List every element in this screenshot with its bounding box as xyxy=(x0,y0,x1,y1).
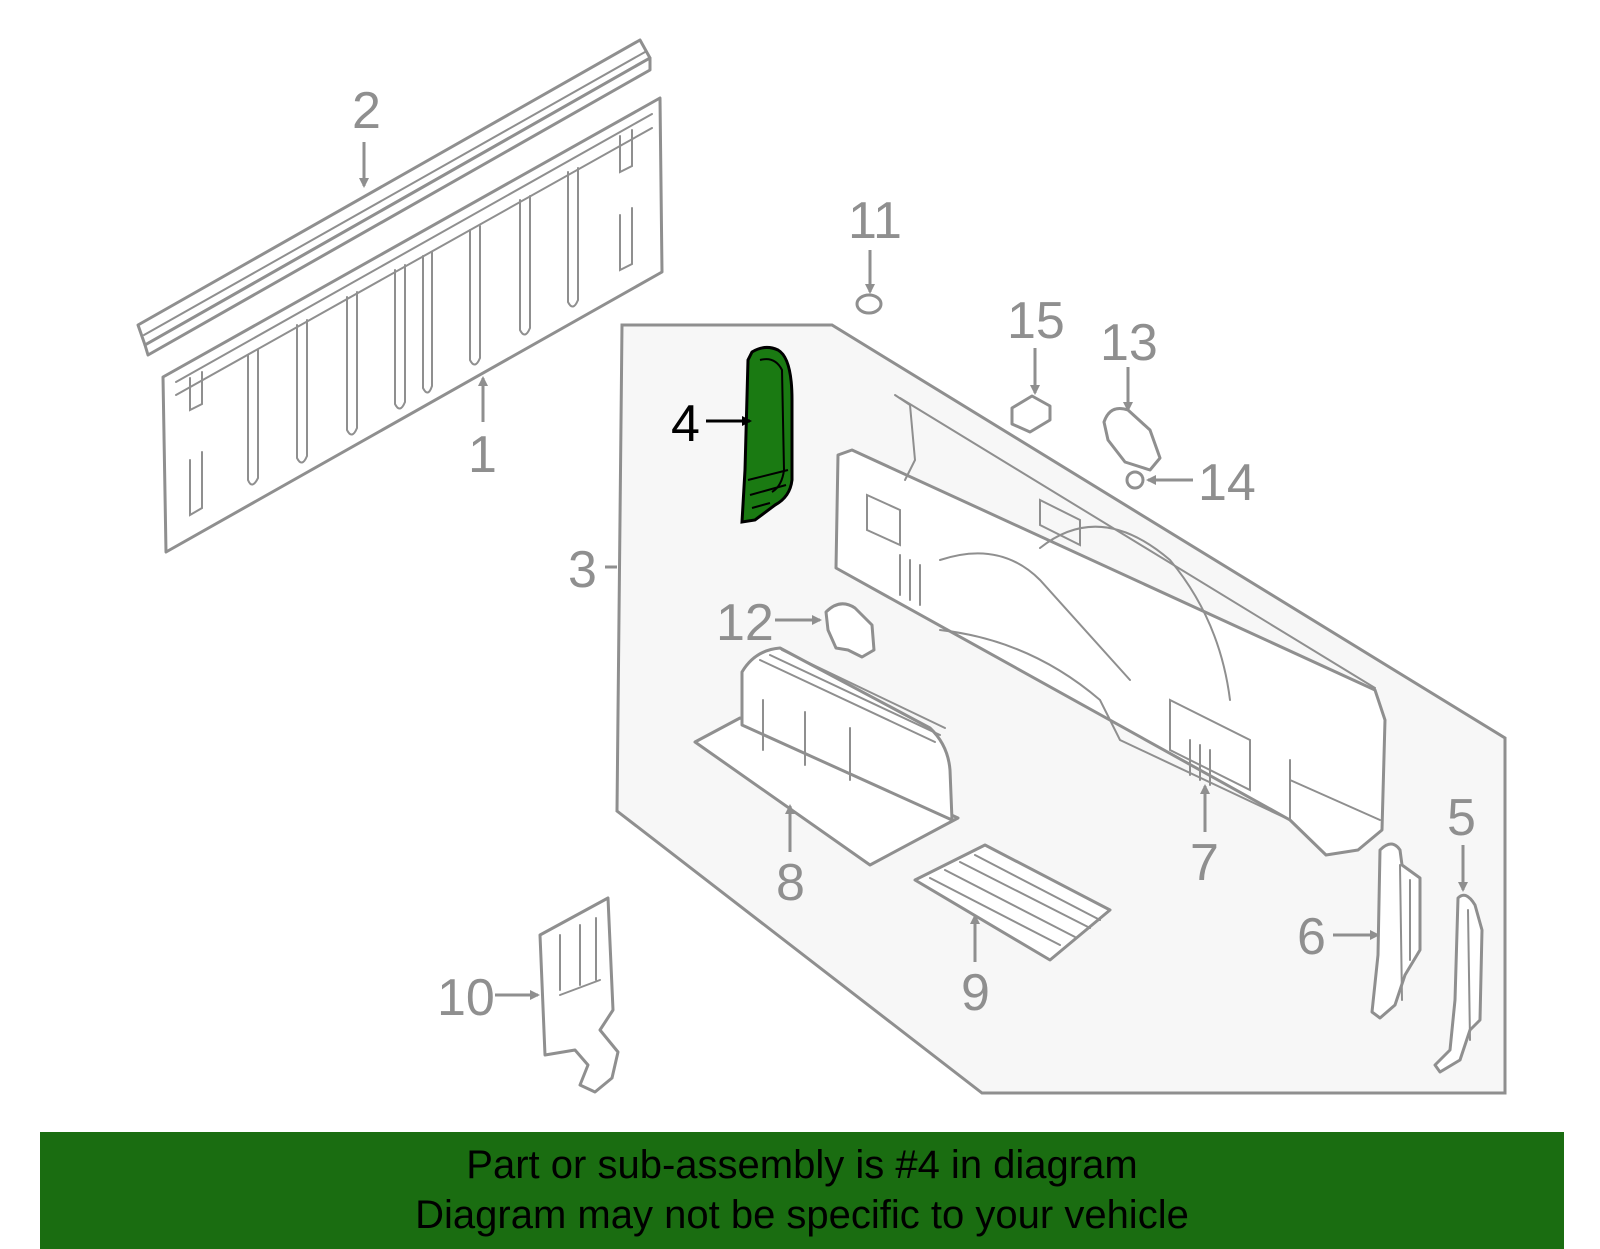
part-2-tailgate-rail xyxy=(136,38,652,357)
info-banner: Part or sub-assembly is #4 in diagram Di… xyxy=(40,1132,1564,1249)
callout-5: 5 xyxy=(1447,789,1476,847)
part-9-step xyxy=(913,843,1112,962)
banner-line-2: Diagram may not be specific to your vehi… xyxy=(415,1193,1189,1237)
part-4-highlighted xyxy=(740,345,794,524)
part-7-bed-side xyxy=(834,394,1387,857)
part-15-bumper xyxy=(1010,394,1052,434)
callout-3: 3 xyxy=(568,541,597,599)
callout-12: 12 xyxy=(716,594,774,652)
callout-2: 2 xyxy=(352,82,381,140)
callout-15: 15 xyxy=(1007,292,1065,350)
part-12-clip xyxy=(824,602,876,659)
part-14-screw xyxy=(1125,470,1145,490)
part-5-bracket xyxy=(1433,893,1484,1074)
callout-1: 1 xyxy=(468,426,497,484)
callout-4: 4 xyxy=(671,395,700,453)
callout-10: 10 xyxy=(437,969,495,1027)
leader-lines xyxy=(359,142,1468,1000)
callout-13: 13 xyxy=(1100,314,1158,372)
callout-11: 11 xyxy=(848,192,902,250)
part-1-tailgate-panel xyxy=(161,96,664,554)
part-13-cover xyxy=(1102,407,1162,472)
part-8-wheelwell xyxy=(693,646,960,867)
callout-7: 7 xyxy=(1190,834,1219,892)
parts-diagram: 2 1 3 4 5 6 7 8 9 10 11 12 13 14 15 xyxy=(136,38,1507,1095)
part-11-plug xyxy=(855,293,883,315)
part-6-reinforcement xyxy=(1370,842,1422,1020)
callout-8: 8 xyxy=(776,854,805,912)
callout-6: 6 xyxy=(1297,908,1326,966)
callout-14: 14 xyxy=(1198,454,1256,512)
callout-9: 9 xyxy=(961,964,990,1022)
part-10-bracket xyxy=(538,896,620,1094)
banner-line-1: Part or sub-assembly is #4 in diagram xyxy=(466,1143,1138,1187)
